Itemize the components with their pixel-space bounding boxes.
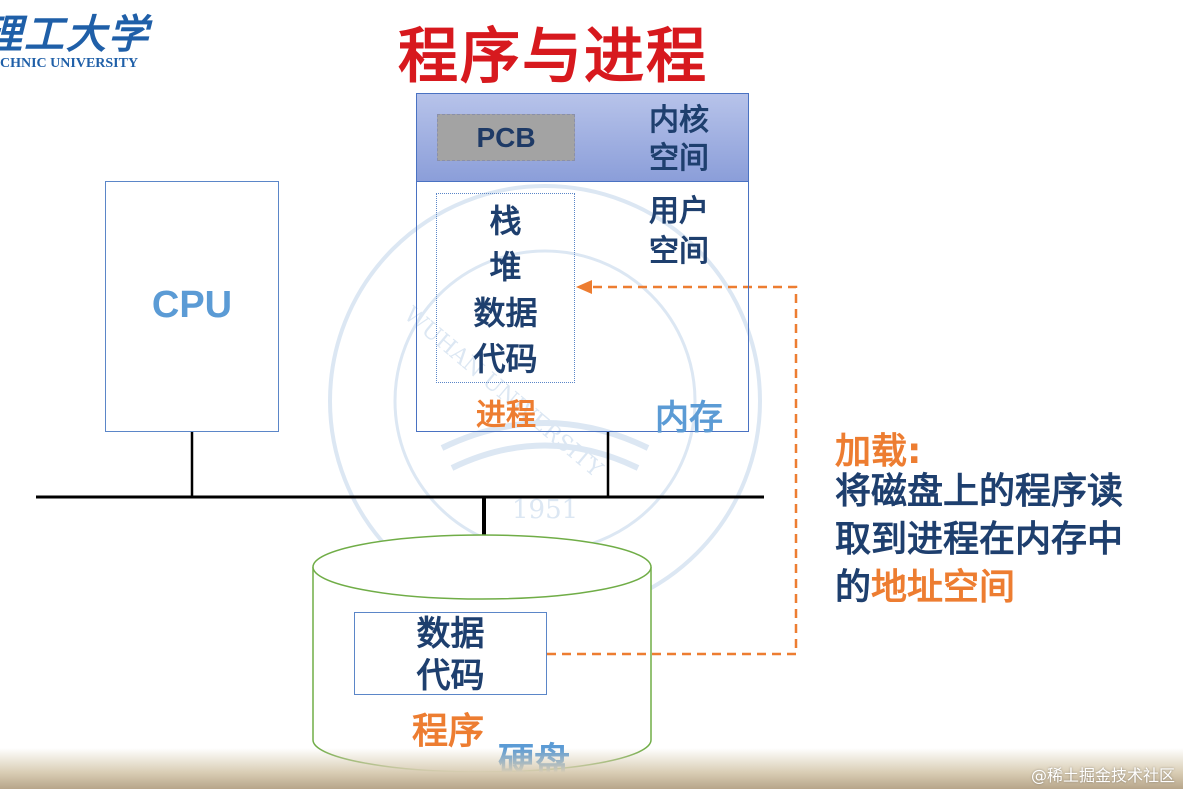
program-file-box: 数据 代码 [354,612,547,696]
address-space-highlight: 地址空间 [871,567,1016,608]
segment-heap: 堆 [489,248,522,286]
disk-segment-data: 数据 [416,614,485,654]
kernel-space-region: PCB 内核 空间 [417,94,748,182]
slide-title: 程序与进程 [398,22,708,92]
load-arrow-path [547,285,798,656]
load-note-body: 将磁盘上的程序读 取到进程在内存中 的地址空间 [835,471,1124,608]
segment-stack: 栈 [489,202,522,240]
seal-year: 1951 [512,495,578,525]
university-logo: 理工大学 [0,11,150,58]
process-address-space: 栈 堆 数据 代码 [436,193,575,383]
university-name-en: CHNIC UNIVERSITY [0,56,139,71]
load-note-title: 加载: [835,431,922,472]
user-space-label: 用户 空间 [649,194,709,269]
program-label: 程序 [412,711,485,752]
memory-label: 内存 [655,398,723,438]
segment-code: 代码 [473,340,538,378]
disk-segment-code: 代码 [416,656,485,696]
pcb-block: PCB [437,114,575,161]
footer-scenery [0,748,1183,789]
load-arrow-head [576,280,592,294]
disk-cylinder-top [312,534,652,600]
cpu-label: CPU [151,284,233,326]
kernel-space-label: 内核 空间 [649,103,709,176]
source-credit: @稀土掘金技术社区 [1030,766,1175,785]
cpu-box: CPU [105,181,279,432]
process-label: 进程 [476,398,536,433]
memory-box: PCB 内核 空间 用户 空间 栈 堆 数据 代码 进程 内存 [416,93,749,438]
segment-data: 数据 [473,294,538,332]
